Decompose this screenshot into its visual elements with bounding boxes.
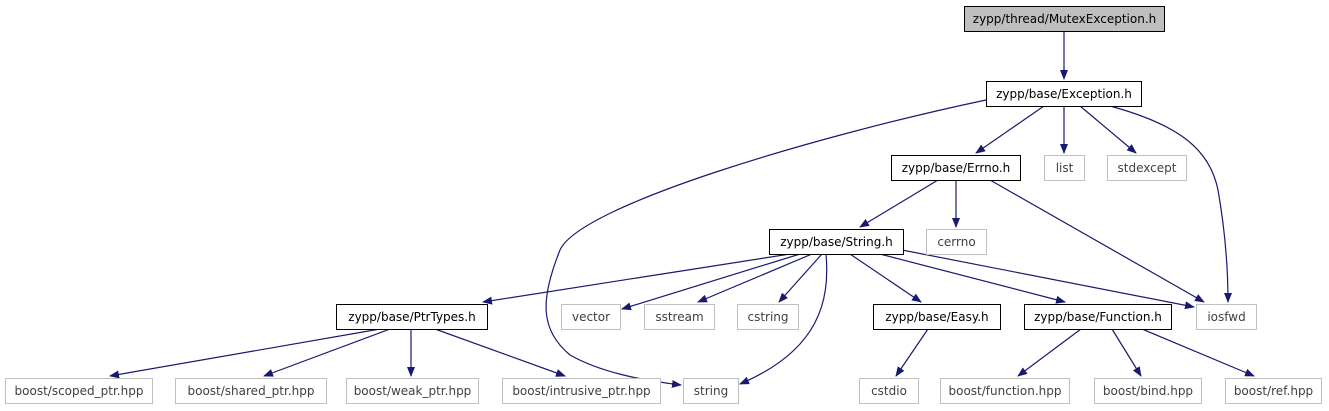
node-box xyxy=(561,304,621,330)
node-box xyxy=(683,378,739,404)
edge-ptrtypes-to-intrusive xyxy=(434,328,566,377)
node-box xyxy=(859,378,919,404)
node-label: sstream xyxy=(655,310,703,324)
node-label: boost/function.hpp xyxy=(949,384,1062,398)
edge-exception-to-iosfwd xyxy=(1109,105,1232,303)
edge-function_h-to-bbind xyxy=(1111,328,1142,377)
node-cstdio: cstdio xyxy=(859,378,919,404)
node-label: zypp/base/String.h xyxy=(780,235,893,249)
node-label: zypp/base/PtrTypes.h xyxy=(348,310,475,324)
edge-string_h-to-easy xyxy=(849,253,922,303)
edge-string_h-to-vector xyxy=(621,253,801,311)
node-stdexcept: stdexcept xyxy=(1107,155,1187,181)
node-box xyxy=(1094,378,1202,404)
node-label: boost/shared_ptr.hpp xyxy=(188,384,315,398)
node-box xyxy=(1107,155,1187,181)
node-label: list xyxy=(1056,161,1074,175)
node-scoped_ptr: boost/scoped_ptr.hpp xyxy=(5,378,153,404)
node-label: zypp/base/Exception.h xyxy=(996,87,1132,101)
edge-string_h-to-function_h xyxy=(879,253,1066,304)
node-label: vector xyxy=(572,310,610,324)
edge-function_h-to-bfunction xyxy=(1017,328,1082,377)
node-string_h[interactable]: zypp/base/String.h xyxy=(769,229,904,255)
node-box xyxy=(1196,304,1257,330)
edge-exception-to-errno xyxy=(975,105,1045,154)
node-intrusive: boost/intrusive_ptr.hpp xyxy=(502,378,661,404)
node-label: cstring xyxy=(747,310,788,324)
node-function_h[interactable]: zypp/base/Function.h xyxy=(1024,304,1172,330)
node-box xyxy=(737,304,799,330)
edge-errno-to-iosfwd xyxy=(989,179,1205,303)
edge-exception-to-stdexcept xyxy=(1079,105,1137,154)
node-box xyxy=(175,378,327,404)
node-box xyxy=(502,378,661,404)
edge-string_h-to-sstream xyxy=(697,253,813,303)
node-label: cstdio xyxy=(871,384,907,398)
node-label: zypp/base/Function.h xyxy=(1034,310,1162,324)
node-label: boost/intrusive_ptr.hpp xyxy=(512,384,650,398)
node-shared_ptr: boost/shared_ptr.hpp xyxy=(175,378,327,404)
node-box xyxy=(336,304,488,330)
nodes-layer: zypp/thread/MutexException.h zypp/base/Ex… xyxy=(5,6,1322,404)
node-box xyxy=(1024,304,1172,330)
node-label: boost/ref.hpp xyxy=(1234,384,1313,398)
edge-easy-to-cstdio xyxy=(895,328,929,377)
node-box xyxy=(644,304,715,330)
node-label: zypp/base/Easy.h xyxy=(885,310,988,324)
node-cerrno: cerrno xyxy=(926,229,987,255)
node-label: zypp/thread/MutexException.h xyxy=(973,12,1156,26)
node-box xyxy=(873,304,1001,330)
node-iosfwd: iosfwd xyxy=(1196,304,1257,330)
node-bref: boost/ref.hpp xyxy=(1225,378,1322,404)
edge-function_h-to-bref xyxy=(1141,328,1255,377)
node-box xyxy=(926,229,987,255)
edge-exception-to-string xyxy=(545,99,987,388)
node-box xyxy=(769,229,904,255)
node-box xyxy=(986,81,1142,107)
edge-string_h-to-cstring xyxy=(778,253,823,303)
edge-string_h-to-ptrtypes xyxy=(482,253,791,305)
node-easy[interactable]: zypp/base/Easy.h xyxy=(873,304,1001,330)
node-bfunction: boost/function.hpp xyxy=(940,378,1070,404)
node-root: zypp/thread/MutexException.h xyxy=(964,6,1165,32)
node-ptrtypes[interactable]: zypp/base/PtrTypes.h xyxy=(336,304,488,330)
node-box xyxy=(1044,155,1085,181)
node-label: cerrno xyxy=(937,235,975,249)
edges-layer xyxy=(109,31,1255,388)
node-list: list xyxy=(1044,155,1085,181)
node-box xyxy=(891,155,1021,181)
node-exception[interactable]: zypp/base/Exception.h xyxy=(986,81,1142,107)
edge-ptrtypes-to-shared_ptr xyxy=(263,328,391,377)
node-box xyxy=(5,378,153,404)
node-sstream: sstream xyxy=(644,304,715,330)
node-box xyxy=(346,378,479,404)
edge-string_h-to-iosfwd xyxy=(901,249,1195,310)
node-errno[interactable]: zypp/base/Errno.h xyxy=(891,155,1021,181)
node-label: boost/bind.hpp xyxy=(1103,384,1193,398)
edge-string_h-to-string xyxy=(739,253,828,385)
node-label: zypp/base/Errno.h xyxy=(902,161,1011,175)
node-label: boost/weak_ptr.hpp xyxy=(354,384,472,398)
node-label: string xyxy=(694,384,728,398)
edge-errno-to-string_h xyxy=(859,179,939,228)
node-string: string xyxy=(683,378,739,404)
node-vector: vector xyxy=(561,304,621,330)
node-cstring: cstring xyxy=(737,304,799,330)
edge-ptrtypes-to-scoped_ptr xyxy=(109,328,381,379)
node-bbind: boost/bind.hpp xyxy=(1094,378,1202,404)
node-label: stdexcept xyxy=(1118,161,1177,175)
node-weak_ptr: boost/weak_ptr.hpp xyxy=(346,378,479,404)
node-box xyxy=(1225,378,1322,404)
node-label: iosfwd xyxy=(1207,310,1245,324)
node-box xyxy=(940,378,1070,404)
node-box xyxy=(964,6,1165,32)
node-label: boost/scoped_ptr.hpp xyxy=(15,384,144,398)
